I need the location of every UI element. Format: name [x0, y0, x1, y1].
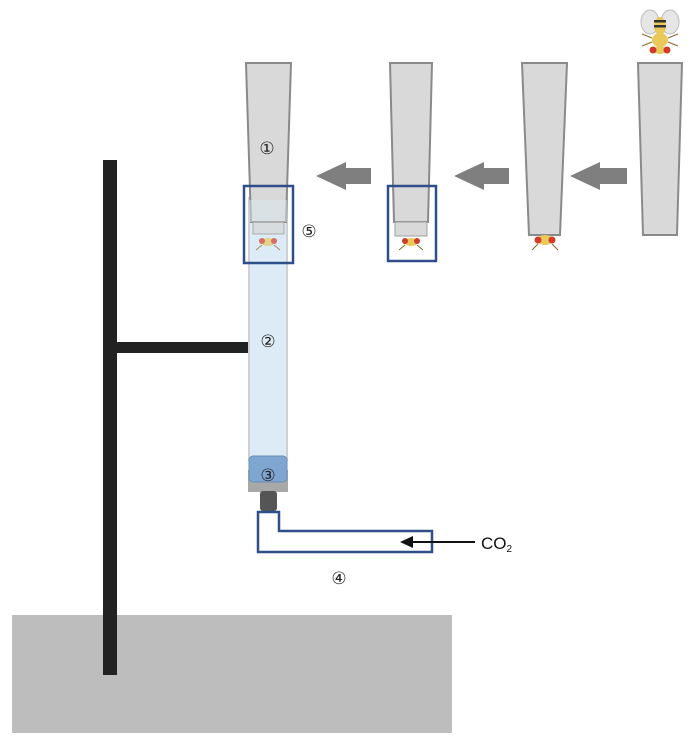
magnified-region-box-2: [386, 184, 438, 263]
column-rim: [249, 200, 287, 222]
stand-base: [12, 615, 452, 733]
left-arrow-icon-3: [570, 162, 627, 190]
pipette-tip-1-end: [252, 221, 285, 235]
co2-label: CO2: [481, 534, 513, 555]
fly-icon-in-tip-1: [255, 238, 281, 251]
magnified-region-box-1: [242, 184, 295, 265]
nozzle: [260, 491, 277, 511]
glass-column: [248, 197, 288, 461]
pipette-tip-3: [520, 62, 569, 236]
pipette-tip-4: [636, 62, 684, 236]
label-glass-column: ②: [260, 332, 275, 352]
fly-icon-at-tip-3: [531, 235, 559, 251]
stand-arm: [117, 342, 249, 353]
stand-post: [103, 160, 117, 675]
fly-icon-in-tip-2: [398, 238, 424, 251]
left-arrow-icon-1: [316, 162, 371, 190]
co2-tubing: [256, 510, 434, 554]
pipette-tip-2: [388, 62, 434, 223]
label-foam-plug: ③: [260, 466, 275, 486]
foam-plug: [248, 455, 288, 483]
co2-inlet-arrowhead: [400, 536, 413, 548]
fruit-fly-icon: [640, 9, 680, 54]
label-co2-line: ④: [331, 569, 346, 589]
pipette-tip-2-end: [394, 221, 428, 237]
pipette-tip-1: [244, 62, 293, 223]
label-magnified-region: ⑤: [301, 222, 316, 242]
left-arrow-icon-2: [454, 162, 509, 190]
label-pipette-tip: ①: [259, 139, 274, 159]
